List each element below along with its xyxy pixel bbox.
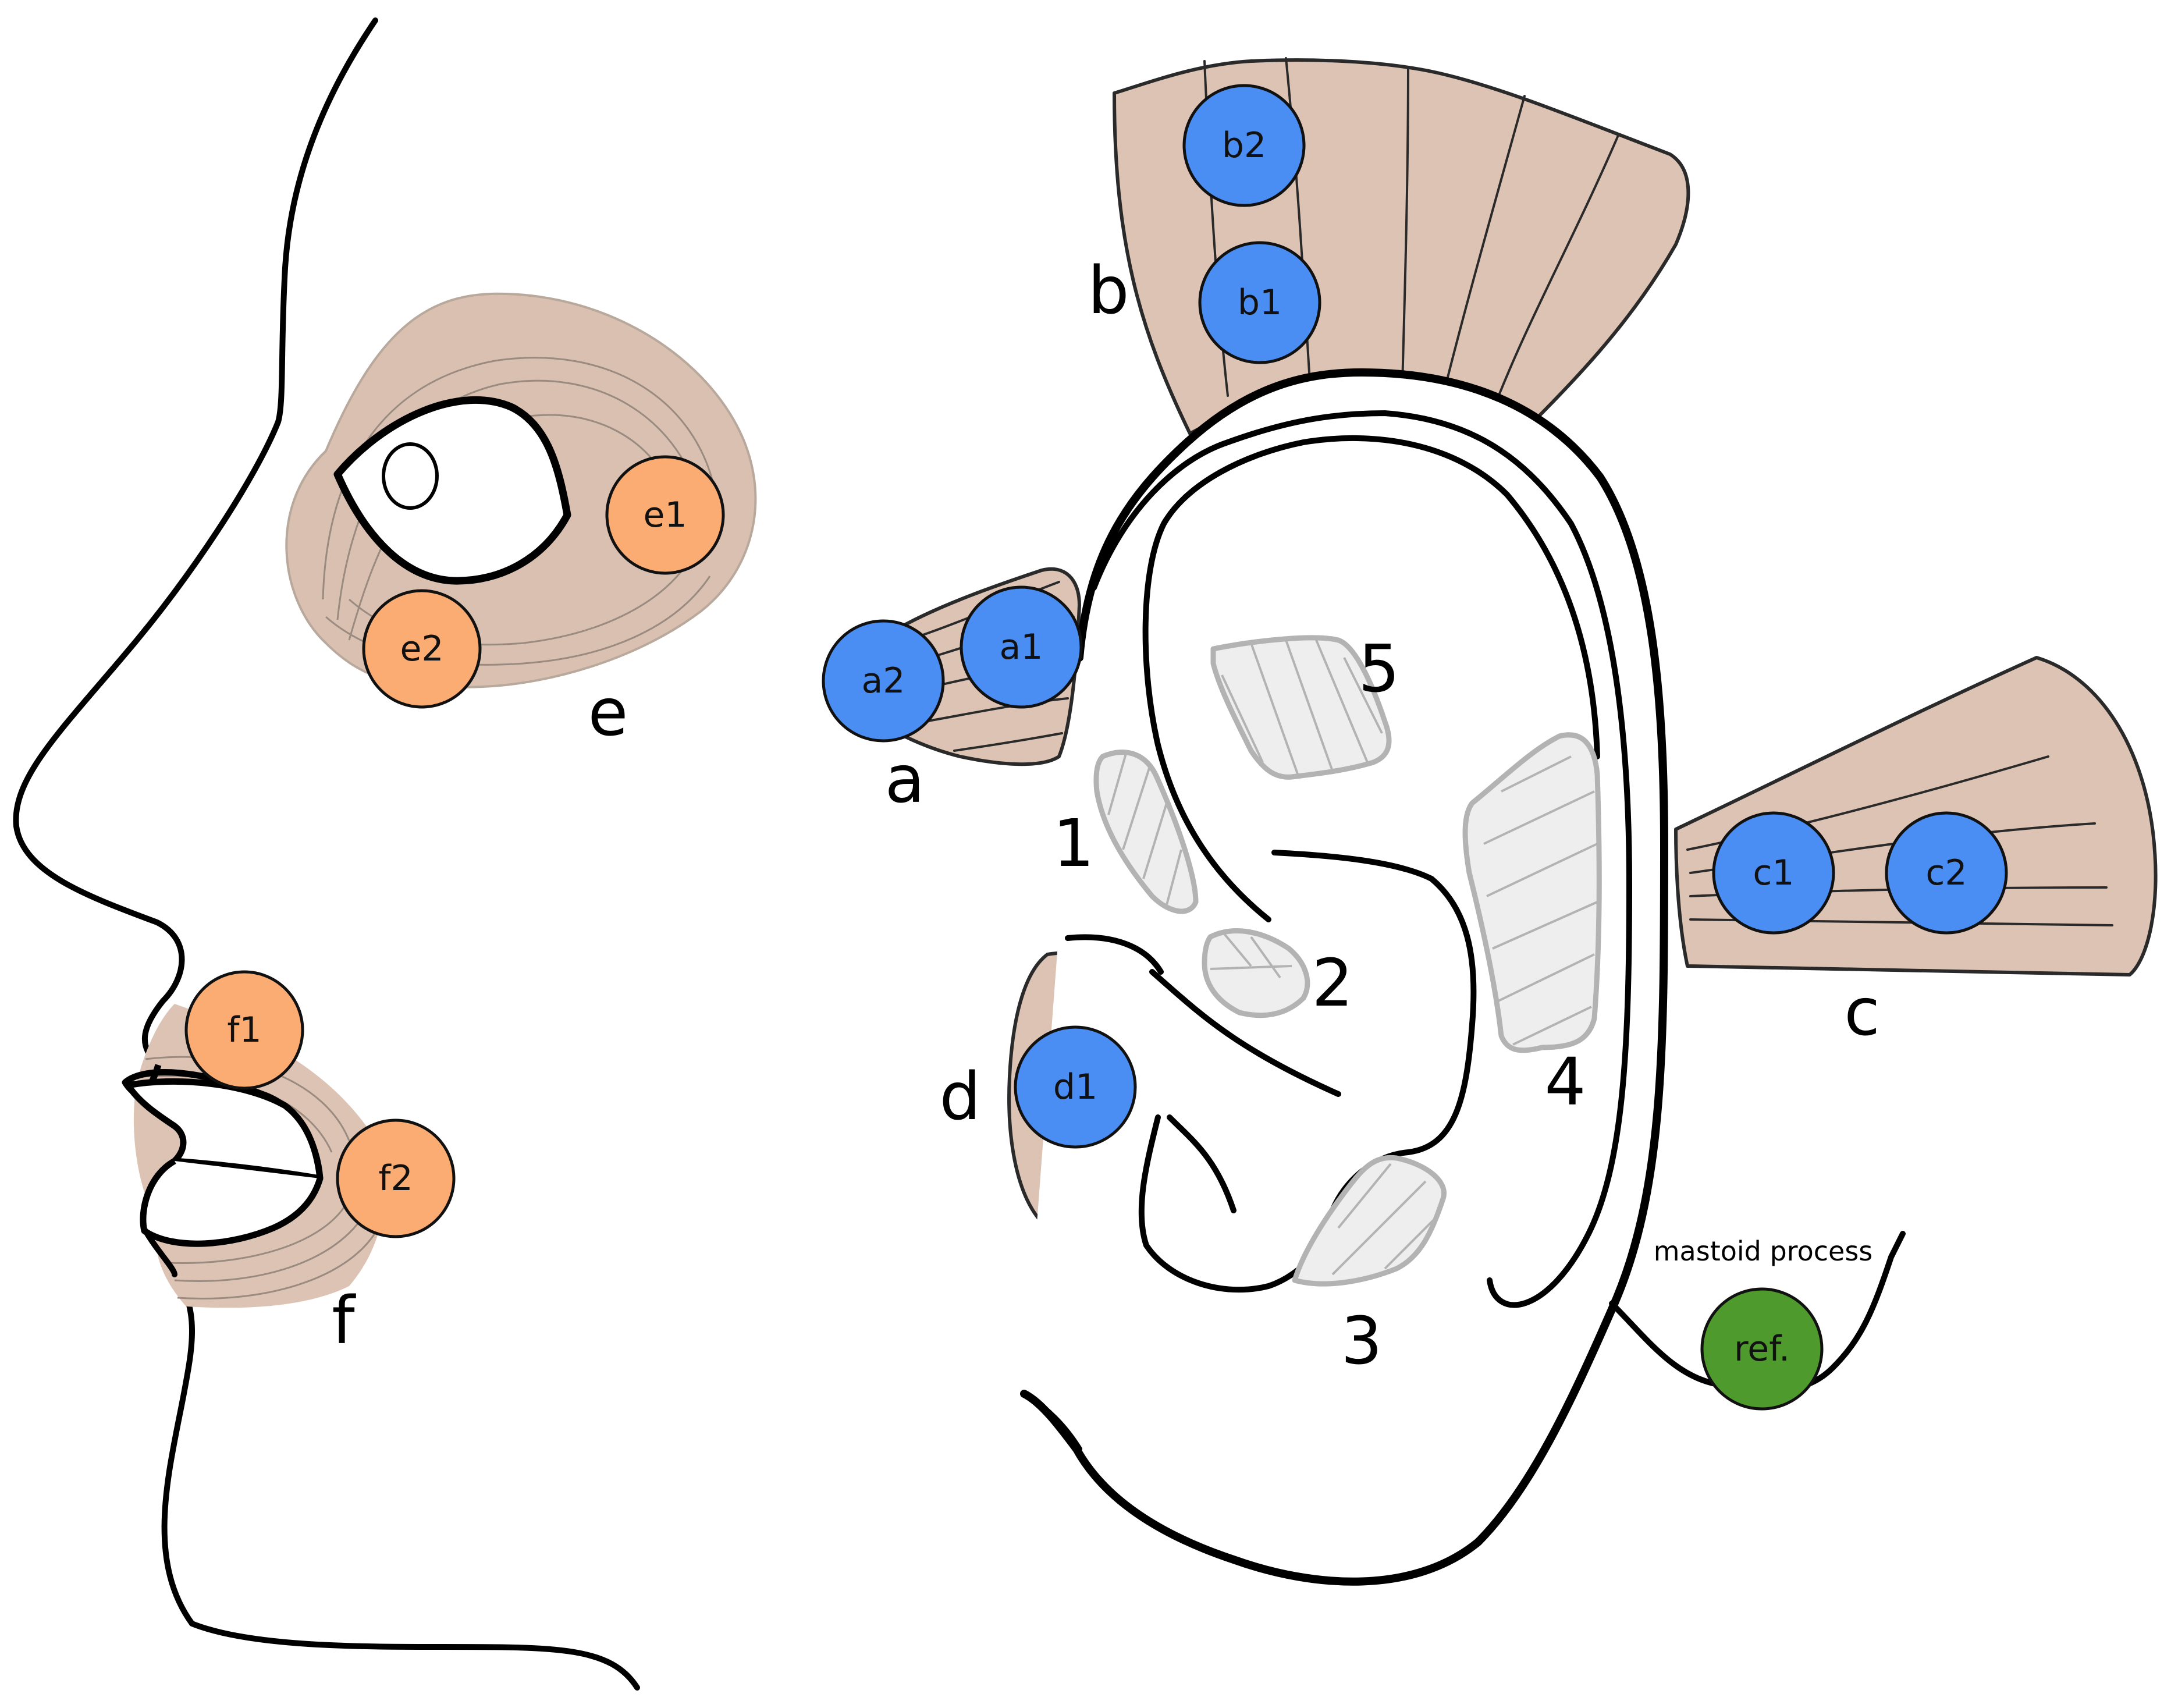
electrode-a1: a1 <box>960 585 1083 709</box>
muscle-f-group <box>122 1004 385 1308</box>
lobe-lower-outline <box>1021 1391 1082 1452</box>
electrode-c1: c1 <box>1712 811 1835 935</box>
lower-lip <box>140 1158 324 1247</box>
muscle-label-b: b <box>1088 253 1129 329</box>
muscle-label-a: a <box>885 742 925 818</box>
muscle-e-group <box>285 292 757 689</box>
electrode-f2: f2 <box>336 1118 456 1238</box>
zone-3 <box>1292 1155 1447 1287</box>
svg-text:f1: f1 <box>227 1010 261 1050</box>
muscle-label-c: c <box>1844 975 1880 1050</box>
electrode-e1: e1 <box>605 455 725 575</box>
helix-inner-outline <box>1091 410 1632 1308</box>
ear <box>1020 368 1668 1586</box>
svg-text:a1: a1 <box>1000 627 1043 667</box>
electrode-c2: c2 <box>1885 811 2008 935</box>
zone-2 <box>1202 928 1310 1018</box>
electrode-a2: a2 <box>822 619 945 743</box>
muscle-labels: a b c d e f <box>332 253 1880 1359</box>
electrode-b1: b1 <box>1198 241 1321 364</box>
electrode-b2: b2 <box>1182 84 1306 207</box>
electrode-d1: d1 <box>1014 1025 1137 1149</box>
chin-upper-outline <box>143 1228 177 1277</box>
zone-label-3: 3 <box>1341 1304 1382 1379</box>
eye-outline <box>333 396 571 585</box>
electrode-e2: e2 <box>362 589 482 709</box>
zone-5 <box>1210 635 1392 780</box>
face-profile-outline <box>13 17 378 1068</box>
muscle-label-e: e <box>588 675 628 751</box>
svg-text:b2: b2 <box>1222 125 1266 166</box>
chin-outline <box>161 1272 640 1691</box>
svg-text:f2: f2 <box>378 1158 413 1199</box>
zone-label-4: 4 <box>1544 1045 1586 1120</box>
svg-text:e2: e2 <box>400 628 443 669</box>
pupil <box>382 442 439 510</box>
svg-text:c2: c2 <box>1925 853 1967 893</box>
crus-helix-outline <box>1149 969 1341 1097</box>
svg-text:c1: c1 <box>1753 853 1794 893</box>
svg-text:e1: e1 <box>643 495 687 535</box>
svg-text:b1: b1 <box>1238 282 1282 323</box>
zone-4 <box>1462 732 1602 1053</box>
zone-label-2: 2 <box>1312 946 1353 1021</box>
muscle-label-f: f <box>332 1283 356 1359</box>
electrode-ref: ref. <box>1700 1287 1824 1411</box>
electrode-f1: f1 <box>184 970 304 1090</box>
zone-labels: 1 2 3 4 5 <box>1053 631 1586 1379</box>
svg-text:a2: a2 <box>862 661 905 701</box>
antihelix-outline <box>1142 435 1600 922</box>
zone-1 <box>1093 750 1199 914</box>
zone-label-5: 5 <box>1358 631 1399 707</box>
muscle-label-d: d <box>939 1059 980 1135</box>
face-profile <box>13 17 640 1691</box>
concha-outline <box>1167 1114 1236 1213</box>
zone-label-1: 1 <box>1053 806 1094 882</box>
svg-text:ref.: ref. <box>1734 1329 1790 1369</box>
tragus-front-outline <box>1065 934 1164 975</box>
svg-text:d1: d1 <box>1053 1067 1097 1107</box>
mastoid-outline <box>1609 1231 1906 1393</box>
mastoid-process-label: mastoid process <box>1654 1235 1873 1267</box>
